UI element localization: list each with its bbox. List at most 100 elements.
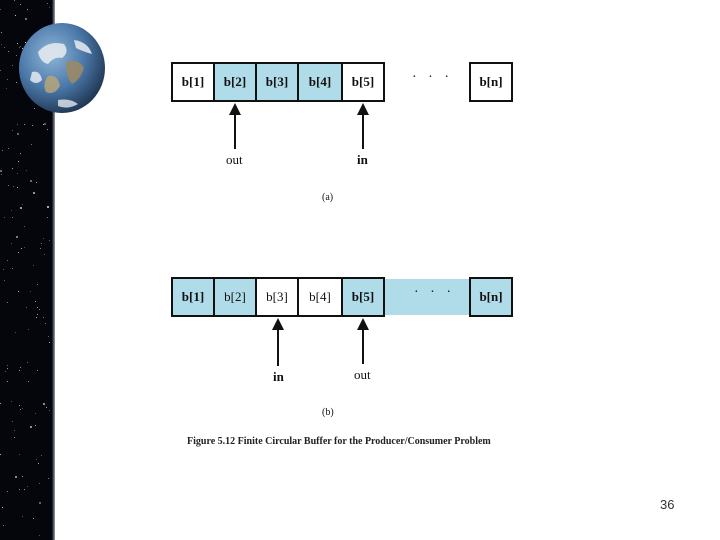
star-dot	[49, 342, 50, 343]
star-dot	[49, 240, 50, 241]
star-dot	[24, 124, 25, 125]
star-dot	[20, 409, 21, 410]
figure-caption: Figure 5.12 Finite Circular Buffer for t…	[187, 436, 491, 447]
star-dot	[5, 371, 6, 372]
star-dot	[18, 161, 19, 162]
star-dot	[14, 437, 15, 438]
buffer-cell-b2: b[2]	[213, 277, 257, 317]
star-dot	[20, 4, 21, 5]
star-dot	[37, 284, 38, 285]
star-dot	[37, 307, 38, 308]
sidebar-edge	[52, 0, 55, 540]
in-pointer-label: in	[273, 369, 284, 384]
star-dot	[25, 42, 26, 43]
star-dot	[27, 9, 28, 10]
star-dot	[43, 317, 44, 318]
star-dot	[4, 280, 5, 281]
star-dot	[20, 46, 21, 47]
star-dot	[16, 82, 17, 83]
in-arrow	[272, 318, 284, 366]
star-dot	[7, 381, 8, 382]
star-dot	[39, 535, 40, 536]
star-dot	[47, 3, 48, 4]
star-dot	[13, 186, 14, 187]
star-dot	[1, 174, 2, 175]
star-dot	[12, 130, 13, 131]
star-dot	[44, 123, 46, 125]
star-dot	[14, 0, 15, 1]
star-dot	[35, 425, 36, 426]
star-dot	[43, 124, 44, 125]
star-dot	[0, 454, 1, 455]
star-dot	[41, 455, 42, 456]
star-dot	[7, 302, 8, 303]
star-dot	[15, 476, 17, 478]
out-pointer-label: out	[354, 367, 371, 382]
caption-a: (a)	[322, 192, 334, 203]
star-dot	[43, 238, 44, 239]
star-dot	[17, 173, 18, 174]
in-pointer-label: in	[357, 152, 368, 167]
caption-b: (b)	[322, 407, 334, 418]
star-dot	[11, 401, 12, 402]
star-dot	[26, 307, 27, 308]
buffer-cell-b3: b[3]	[255, 277, 299, 317]
star-dot	[21, 248, 22, 249]
star-dot	[11, 210, 12, 211]
star-dot	[1, 32, 2, 33]
star-dot	[37, 314, 38, 315]
star-dot	[12, 168, 13, 169]
star-dot	[19, 489, 20, 490]
star-dot	[0, 70, 1, 71]
star-dot	[17, 43, 18, 44]
star-dot	[20, 153, 21, 154]
star-dot	[14, 430, 15, 431]
star-dot	[7, 260, 8, 261]
star-dot	[27, 486, 28, 487]
star-dot	[37, 370, 38, 371]
out-arrow	[229, 103, 241, 149]
page-number: 36	[660, 497, 675, 512]
buffer-cell-b5: b[5]	[341, 277, 385, 317]
buffer-cell-bn: b[n]	[469, 277, 513, 317]
star-dot	[35, 413, 36, 414]
star-dot	[26, 170, 27, 171]
star-dot	[36, 317, 37, 318]
star-dot	[1, 44, 2, 45]
buffer-cell-b5: b[5]	[341, 62, 385, 102]
star-dot	[33, 192, 35, 194]
star-dot	[12, 421, 13, 422]
star-dot	[18, 291, 19, 292]
buffer-cell-b1: b[1]	[171, 62, 215, 102]
star-dot	[17, 187, 18, 188]
star-dot	[48, 336, 49, 337]
star-dot	[49, 7, 50, 8]
star-dot	[30, 180, 32, 182]
star-dot	[0, 9, 1, 10]
star-dot	[25, 18, 27, 20]
star-dot	[7, 79, 8, 80]
buffer-cell-bn: b[n]	[469, 62, 513, 102]
star-dot	[8, 148, 9, 149]
star-dot	[45, 323, 46, 324]
star-dot	[22, 204, 23, 205]
star-dot	[47, 129, 48, 130]
star-dot	[35, 301, 36, 302]
star-dot	[20, 207, 22, 209]
star-dot	[2, 507, 3, 508]
star-dot	[19, 47, 20, 48]
star-dot	[47, 217, 48, 218]
star-dot	[47, 206, 49, 208]
star-dot	[41, 243, 42, 244]
earth-globe-image	[19, 23, 105, 113]
star-dot	[34, 108, 35, 109]
star-dot	[22, 516, 23, 517]
star-dot	[15, 332, 16, 333]
in-arrow	[357, 103, 369, 149]
star-dot	[24, 247, 25, 248]
buffer-cell-b2: b[2]	[213, 62, 257, 102]
star-dot	[12, 217, 13, 218]
ellipsis: · · ·	[414, 285, 455, 300]
star-dot	[38, 463, 39, 464]
star-dot	[0, 403, 1, 404]
